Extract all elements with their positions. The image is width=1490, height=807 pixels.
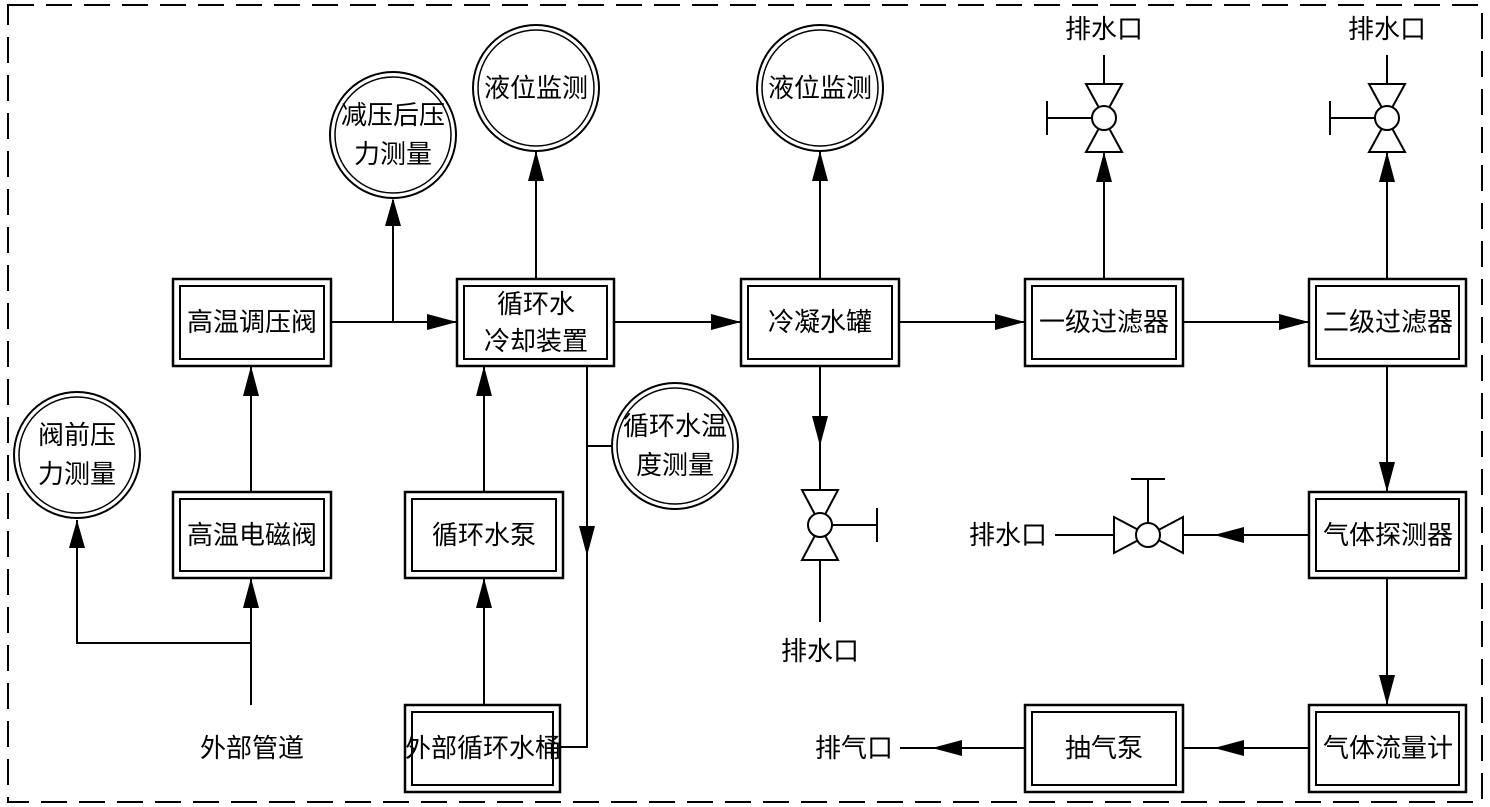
box-pump-label: 循环水泵 [432, 521, 536, 551]
box-hp-regulator: 高温调压阀 [171, 277, 333, 368]
arrow-right-filter2 [1279, 314, 1309, 330]
box-filter1-label: 一级过滤器 [1039, 308, 1169, 338]
box-gas-detector: 气体探测器 [1307, 490, 1468, 580]
arrow-up-pump [476, 578, 492, 608]
arrow-up-level2 [812, 151, 828, 181]
box-condenser: 冷凝水罐 [739, 277, 901, 368]
arrow-right-filter1 [995, 314, 1025, 330]
box-condenser-label: 冷凝水罐 [768, 308, 872, 338]
box-filter2: 二级过滤器 [1307, 277, 1468, 368]
arrow-right-cooler [427, 314, 457, 330]
circle-pre-pressure-line1: 阀前压 [38, 421, 116, 451]
circle-level1: 液位监测 [472, 24, 600, 152]
arrow-up-regulator [243, 366, 259, 396]
connection-lines [76, 55, 1388, 749]
label-drain-filter2: 排水口 [1348, 15, 1426, 45]
arrowheads [69, 151, 1395, 756]
circle-post-pressure-line2: 力测量 [354, 140, 432, 170]
arrow-left-exhaust [932, 740, 962, 756]
arrow-down-return [579, 526, 595, 556]
box-flowmeter: 气体流量计 [1307, 703, 1468, 794]
label-drain-filter1: 排水口 [1065, 15, 1143, 45]
arrow-left-air-pump [1214, 740, 1244, 756]
circle-post-pressure-line1: 减压后压 [341, 101, 445, 131]
circle-water-temp-line1: 循环水温 [623, 412, 727, 442]
label-drain-detector: 排水口 [969, 521, 1047, 551]
box-cooler: 循环水 冷却装置 [455, 277, 616, 368]
arrow-down-flowmeter [1379, 675, 1395, 705]
label-exhaust: 排气口 [815, 734, 893, 764]
box-cooler-label-line2: 冷却装置 [484, 327, 588, 357]
arrow-down-detector [1379, 462, 1395, 492]
box-cooler-label-line1: 循环水 [497, 290, 575, 320]
box-bucket-label: 外部循环水桶 [405, 734, 561, 764]
circle-post-pressure: 减压后压 力测量 [329, 71, 457, 199]
drain-valve-filter1-icon [1046, 83, 1124, 153]
box-pump: 循环水泵 [403, 490, 565, 580]
circle-level2-label: 液位监测 [768, 74, 872, 104]
circle-pre-pressure-line2: 力测量 [38, 460, 116, 490]
box-hp-regulator-label: 高温调压阀 [187, 308, 317, 338]
drain-valve-condenser-icon [800, 489, 878, 561]
arrow-up-post-pressure [385, 198, 401, 226]
box-hp-solenoid: 高温电磁阀 [171, 490, 333, 580]
circle-water-temp: 循环水温 度测量 [611, 382, 739, 510]
arrow-down-drain [812, 416, 828, 446]
drain-valve-detector-icon [1113, 478, 1184, 555]
box-flowmeter-label: 气体流量计 [1323, 734, 1453, 764]
arrow-up-cooler-from-pump [476, 366, 492, 396]
box-gas-detector-label: 气体探测器 [1323, 521, 1453, 551]
box-air-pump-label: 抽气泵 [1065, 734, 1143, 764]
circle-pre-pressure: 阀前压 力测量 [13, 391, 141, 519]
arrow-up-level1 [528, 151, 544, 181]
arrow-up-valve2 [1379, 152, 1395, 182]
arrow-up-valve1 [1096, 152, 1112, 182]
arrow-up-solenoid [243, 578, 259, 608]
box-hp-solenoid-label: 高温电磁阀 [187, 521, 317, 551]
label-external-pipe: 外部管道 [200, 734, 304, 764]
system-boundary [7, 4, 1483, 803]
circle-level2: 液位监测 [756, 24, 884, 152]
box-air-pump: 抽气泵 [1023, 703, 1185, 794]
circle-water-temp-line2: 度测量 [636, 451, 714, 481]
arrow-right-condenser [711, 314, 741, 330]
circle-level1-label: 液位监测 [484, 74, 588, 104]
box-filter2-label: 二级过滤器 [1323, 308, 1453, 338]
arrow-up-pre-pressure [69, 520, 85, 548]
arrow-left-valve [1214, 527, 1244, 543]
box-filter1: 一级过滤器 [1023, 277, 1185, 368]
drain-valve-filter2-icon [1329, 83, 1407, 153]
label-drain-condenser: 排水口 [781, 637, 859, 667]
box-bucket: 外部循环水桶 [403, 703, 562, 794]
